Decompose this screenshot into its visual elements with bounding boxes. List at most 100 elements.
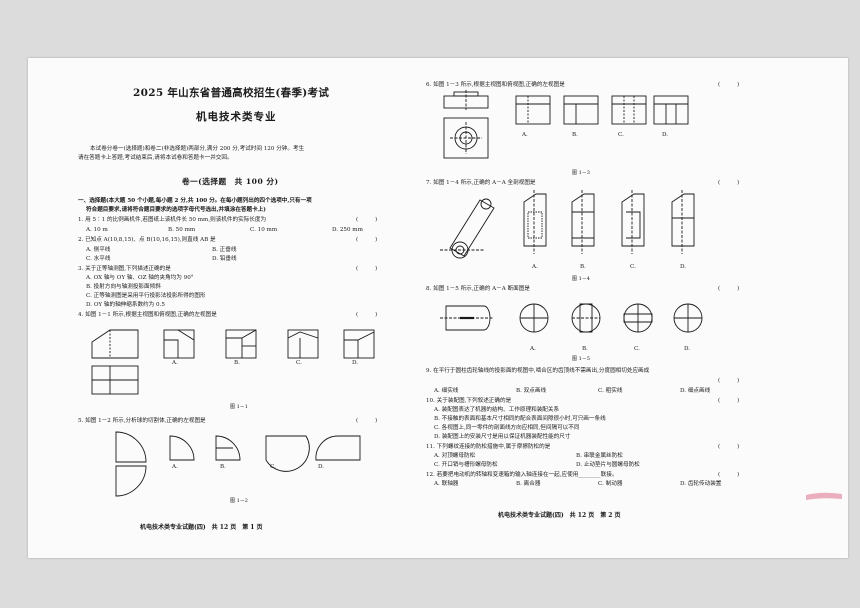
q5-answer-paren: ( ) <box>356 418 378 424</box>
q1-option-b: B. 50 mm <box>168 227 196 233</box>
page-2-footer: 机电技术类专业试题(四) 共 12 页 第 2 页 <box>498 512 621 519</box>
exam-subtitle: 机电技术类专业 <box>196 111 277 123</box>
q5-option-a-drawing <box>169 435 195 461</box>
q4-option-c-drawing <box>287 329 319 359</box>
q3-option-a: A. OX 轴与 OY 轴、OZ 轴的夹角均为 90° <box>86 275 194 281</box>
figure-1-5-caption: 图 1－5 <box>572 356 590 362</box>
q4-stem: 4. 如图 1－1 所示,根据主视图和俯视图,正确的左视图是 <box>78 312 217 318</box>
q8-label-b: B. <box>582 346 588 352</box>
q8-stem: 8. 如图 1－5 所示,正确的 A－A 断面图是 <box>426 286 530 292</box>
q7-label-d: D. <box>680 264 687 270</box>
q2-option-a: A. 侧平线 <box>86 247 111 253</box>
q5-option-c-drawing <box>265 435 310 472</box>
q4-front-view <box>91 329 139 359</box>
q4-answer-paren: ( ) <box>356 312 378 318</box>
q7-label-c: C. <box>630 264 636 270</box>
q6-option-a-drawing <box>515 95 551 125</box>
q9-option-a: A. 细实线 <box>434 388 459 394</box>
q12-option-a: A. 联轴器 <box>434 481 459 487</box>
q7-answer-paren: ( ) <box>718 180 740 186</box>
instructions-line-2: 符合题目要求,请将符合题目要求的选项字母代号选出,并填涂在答题卡上) <box>86 207 266 213</box>
q3-stem: 3. 关于正等轴测图,下列描述正确的是 <box>78 266 171 272</box>
intro-line-2: 请在答题卡上答题,考试结束后,请将本试卷和答题卡一并交回。 <box>78 155 233 161</box>
q4-option-b-drawing <box>225 329 257 359</box>
q9-option-d: D. 细点画线 <box>680 388 711 394</box>
page-1-footer: 机电技术类专业试题(四) 共 12 页 第 1 页 <box>140 524 263 531</box>
figure-1-1 <box>88 324 388 406</box>
q8-option-b-drawing <box>571 303 601 333</box>
q7-option-d-drawing <box>671 190 695 254</box>
q2-option-c: C. 水平线 <box>86 256 111 262</box>
figure-1-3 <box>440 90 690 166</box>
q1-option-d: D. 250 mm <box>332 227 363 233</box>
q7-label-b: B. <box>580 264 586 270</box>
instructions-line-1: 一、选择题(本大题 50 个小题,每小题 2 分,共 100 分。在每小题列出的… <box>78 198 312 204</box>
q6-label-d: D. <box>662 132 669 138</box>
q2-stem: 2. 已知点 A(10,8,15)、点 B(10,16,15),则直线 AB 是 <box>78 237 216 243</box>
q10-option-c: C. 各视图上,同一零件的剖面线方向应相同,但间隔可以不同 <box>434 425 580 431</box>
figure-1-2 <box>108 428 378 498</box>
q6-label-b: B. <box>572 132 578 138</box>
q6-answer-paren: ( ) <box>718 82 740 88</box>
q6-option-b-drawing <box>563 95 599 125</box>
q9-option-c: C. 粗实线 <box>598 388 623 394</box>
pink-highlight-mark <box>804 488 844 507</box>
q3-option-d: D. OY 轴的轴伸缩系数约为 0.5 <box>86 302 165 308</box>
q11-option-c: C. 开口销与槽形螺母防松 <box>434 462 498 468</box>
q8-label-a: A. <box>530 346 536 352</box>
q4-label-c: C. <box>296 360 302 366</box>
q5-option-b-drawing <box>215 435 241 461</box>
q12-option-c: C. 制动器 <box>598 481 623 487</box>
q1-answer-paren: ( ) <box>356 217 378 223</box>
figure-1-3-caption: 图 1－3 <box>572 170 590 176</box>
q1-option-a: A. 10 m <box>86 227 108 233</box>
q7-label-a: A. <box>532 264 538 270</box>
q6-top-view <box>443 117 489 159</box>
q10-stem: 10. 关于装配图,下列叙述正确的是 <box>426 398 512 404</box>
q12-answer-paren: ( ) <box>718 472 740 478</box>
q4-option-d-drawing <box>343 329 375 359</box>
q11-answer-paren: ( ) <box>718 444 740 450</box>
q4-label-a: A. <box>172 360 178 366</box>
q6-option-c-drawing <box>611 95 647 125</box>
intro-line-1: 本试卷分卷一(选择题)和卷二(非选择题)两部分,满分 200 分,考试时间 12… <box>90 146 305 152</box>
q2-option-b: B. 正垂线 <box>212 247 237 253</box>
figure-1-2-caption: 图 1－2 <box>230 498 248 504</box>
q6-label-a: A. <box>522 132 528 138</box>
q10-option-a: A. 装配图表达了机器的结构、工作原理和装配关系 <box>434 407 560 413</box>
q8-label-c: C. <box>634 346 640 352</box>
q5-top-view <box>115 465 147 497</box>
q11-option-d: D. 止动垫片与圆螺母防松 <box>576 462 640 468</box>
q12-option-b: B. 离合器 <box>516 481 541 487</box>
q1-stem: 1. 用 5∶1 的比例画机件,若图纸上该机件长 50 mm,则该机件的实际长度… <box>78 217 267 223</box>
q8-option-c-drawing <box>623 303 653 333</box>
exam-title: 2025 年山东省普通高校招生(春季)考试 <box>133 87 330 99</box>
q8-option-d-drawing <box>673 303 703 333</box>
q3-option-c: C. 正等轴测图是采用平行投影法投影所得的图形 <box>86 293 206 299</box>
q8-given-view <box>440 305 494 331</box>
q5-label-d: D. <box>318 464 325 470</box>
figure-1-4-caption: 图 1－4 <box>572 276 590 282</box>
q11-stem: 11. 下列螺纹连接的防松措施中,属于摩擦防松的是 <box>426 444 551 450</box>
figure-1-5 <box>440 296 710 346</box>
section-heading: 卷一(选择题 共 100 分) <box>182 177 279 186</box>
q8-label-d: D. <box>684 346 691 352</box>
q1-option-c: C. 10 mm <box>250 227 278 233</box>
q6-option-d-drawing <box>653 95 689 125</box>
q10-option-d: D. 装配图上的安装尺寸是用以保证机器装配性能的尺寸 <box>434 434 571 440</box>
q7-option-a-drawing <box>523 190 547 254</box>
q6-front-view <box>443 90 489 110</box>
q4-option-a-drawing <box>163 329 195 359</box>
q7-option-c-drawing <box>621 190 645 254</box>
q5-option-d-drawing <box>315 435 361 461</box>
q3-answer-paren: ( ) <box>356 266 378 272</box>
q3-option-b: B. 投射方向与轴测投影面倾斜 <box>86 284 161 290</box>
q10-option-b: B. 不接触的表面和基本尺寸相同的配合表面间隙很小时,可只画一条线 <box>434 416 606 422</box>
q6-stem: 6. 如图 1－3 所示,根据主视图和俯视图,正确的左视图是 <box>426 82 565 88</box>
q11-option-a: A. 对顶螺母防松 <box>434 453 476 459</box>
q2-option-d: D. 铅垂线 <box>212 256 237 262</box>
q6-label-c: C. <box>618 132 624 138</box>
q5-front-view <box>115 431 147 463</box>
q7-option-b-drawing <box>571 190 595 254</box>
q4-label-d: D. <box>352 360 359 366</box>
